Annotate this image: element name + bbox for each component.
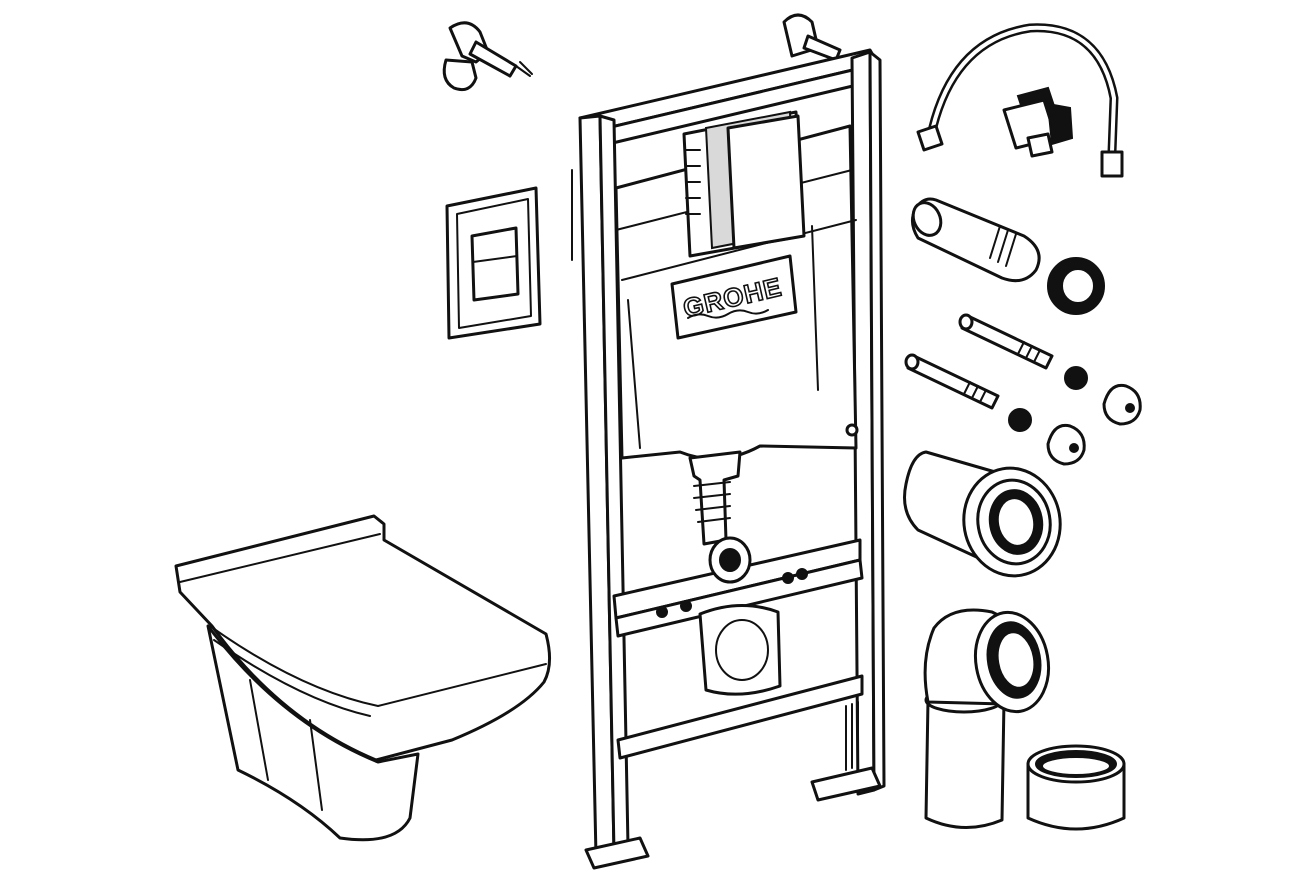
- rubber-seal: [1047, 257, 1105, 315]
- pipe-cap: [1026, 744, 1126, 831]
- cistern: GROHE: [614, 110, 859, 696]
- drain-connector: [903, 450, 1062, 578]
- cap-covers: [1046, 383, 1142, 466]
- drain-elbow: [923, 608, 1051, 830]
- installation-frame: [571, 13, 886, 870]
- nuts: [1008, 366, 1088, 432]
- wall-hung-toilet: [174, 514, 551, 842]
- wall-bracket: [442, 21, 533, 92]
- flush-plate: [445, 186, 542, 340]
- connector-pipe: [911, 197, 1041, 283]
- threaded-studs: [904, 313, 1054, 410]
- angle-valve: [1002, 86, 1074, 158]
- connection-hose: [916, 23, 1124, 178]
